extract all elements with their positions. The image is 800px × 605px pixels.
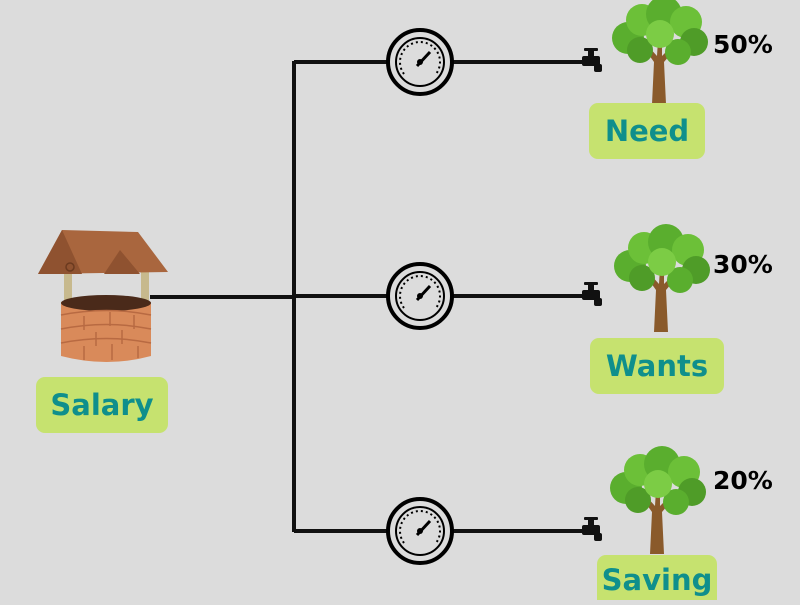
wants-percent: 30% xyxy=(713,250,773,279)
saving-percent: 20% xyxy=(713,466,773,495)
saving-label: Saving xyxy=(597,555,717,600)
gauge-icon-saving xyxy=(386,497,454,565)
tap-icon-need xyxy=(582,48,602,72)
wants-label: Wants xyxy=(590,338,724,394)
tap-icon-saving xyxy=(582,517,602,541)
tree-icon-wants xyxy=(614,224,710,332)
tap-icon-wants xyxy=(582,282,602,306)
need-percent: 50% xyxy=(713,30,773,59)
gauge-icon-wants xyxy=(386,262,454,330)
tree-icon-saving xyxy=(610,446,706,554)
tree-icon-need xyxy=(612,0,708,104)
gauge-icon-need xyxy=(386,28,454,96)
salary-label: Salary xyxy=(36,377,168,433)
pipes xyxy=(150,60,584,533)
wishing-well-icon xyxy=(38,230,168,362)
need-label: Need xyxy=(589,103,705,159)
